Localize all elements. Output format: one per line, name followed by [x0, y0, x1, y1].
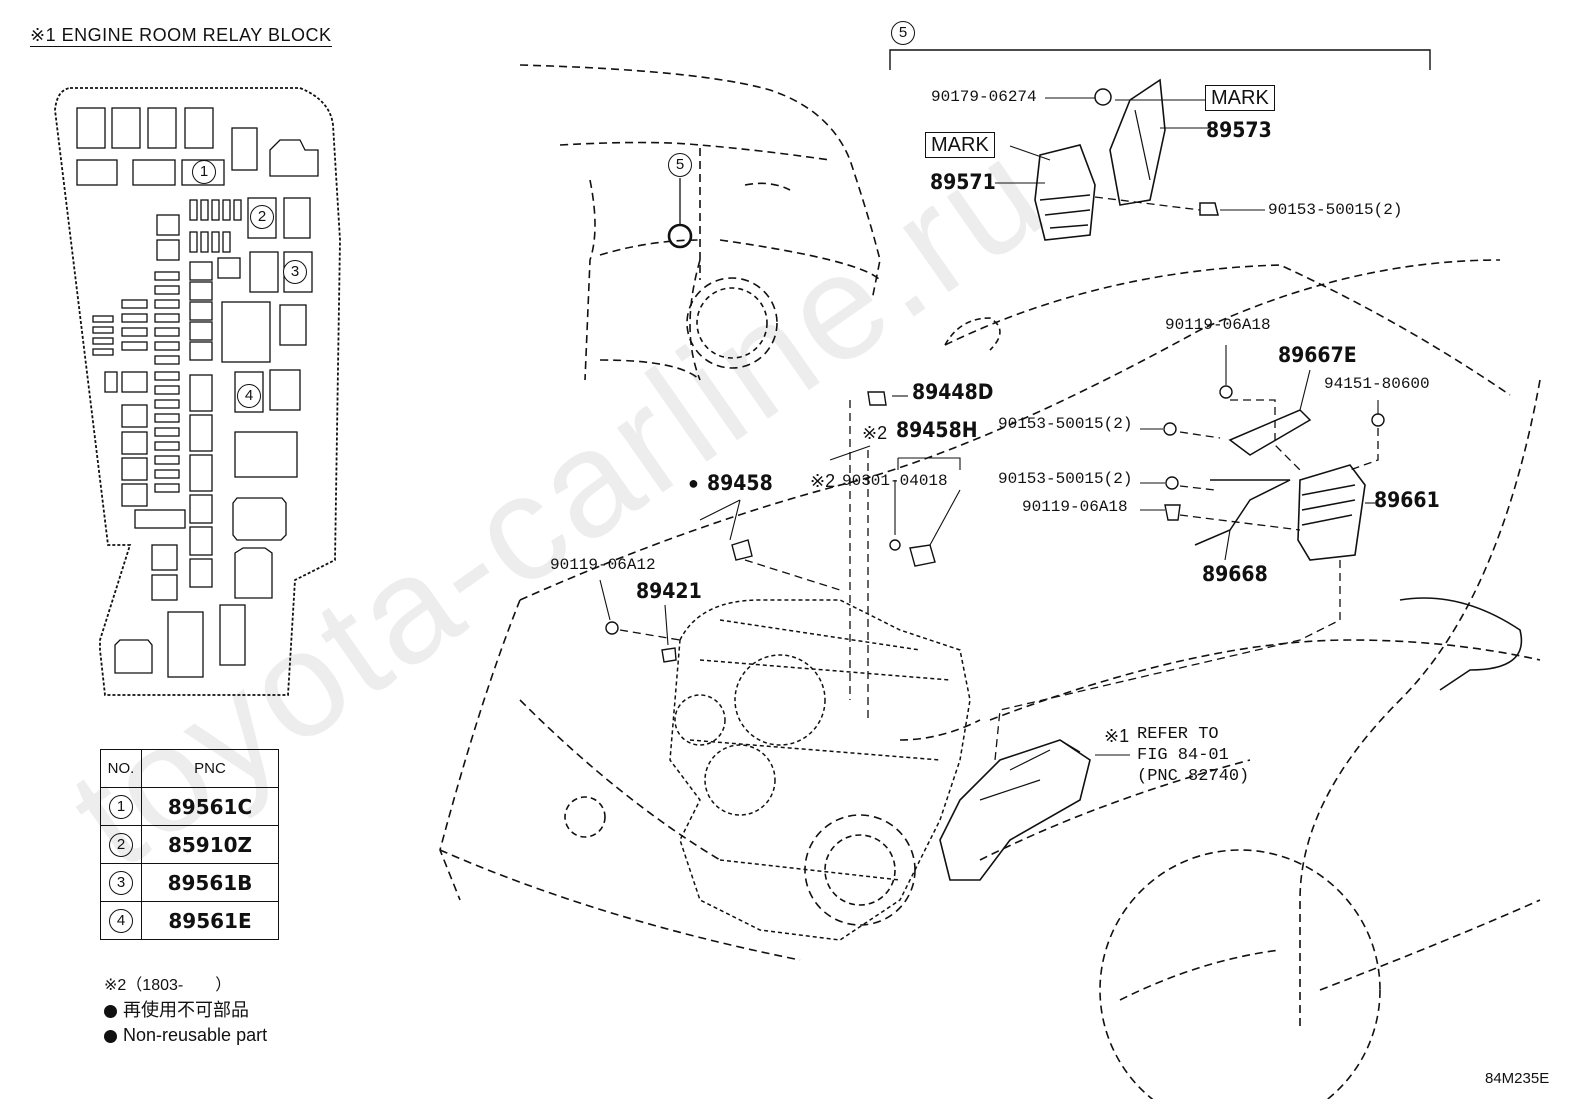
row-pnc: 89561E — [141, 901, 279, 940]
sensor-89421 — [661, 647, 677, 663]
ecu-89571 — [1034, 144, 1096, 241]
label-89668: 89668 — [1202, 562, 1268, 586]
front-car-outline — [439, 259, 1541, 1030]
bullet-dot-icon — [104, 1004, 117, 1018]
bracket-89573 — [1109, 78, 1166, 206]
nut-90179 — [1094, 88, 1112, 106]
label-89667E: 89667E — [1278, 343, 1357, 367]
table-row: 4 89561E — [100, 901, 279, 940]
bolt-90153-mid1 — [1163, 422, 1177, 436]
table-header-no: NO. — [100, 749, 142, 788]
engine-relay-block — [939, 739, 1091, 881]
label-90153-50015-mid2: 90153-50015(2) — [998, 470, 1133, 488]
ecu-89661 — [1297, 464, 1366, 561]
bullet-dot-icon — [104, 1029, 117, 1043]
table-row: 1 89561C — [100, 787, 279, 826]
row-pnc: 85910Z — [141, 825, 279, 864]
sensor-89458H — [909, 544, 936, 567]
label-89448D: 89448D — [912, 380, 994, 404]
relay-block-title: ※1 ENGINE ROOM RELAY BLOCK — [30, 25, 332, 47]
label-89458-dot: ● — [688, 473, 699, 493]
callout-5-bracket — [889, 49, 1431, 70]
relay-slots — [76, 107, 319, 678]
label-90301-04018: 90301-04018 — [842, 472, 948, 490]
nut-94151 — [1371, 413, 1385, 427]
label-89458H: 89458H — [896, 418, 978, 442]
relay-callout-4: 4 — [237, 384, 261, 408]
refer-line-1: REFER TO — [1137, 725, 1219, 744]
callout-5-car: 5 — [668, 153, 692, 177]
table-header-pnc: PNC — [141, 749, 279, 788]
label-90119-06A18-top: 90119-06A18 — [1165, 316, 1271, 334]
figure-code: 84M235E — [1485, 1070, 1550, 1087]
hood-panel — [944, 317, 1001, 351]
rear-location-circle — [667, 223, 693, 249]
label-89571: 89571 — [930, 170, 996, 194]
side-mirror — [1399, 597, 1523, 691]
bolt-90153-mid2 — [1165, 476, 1179, 490]
engine-block — [669, 599, 971, 941]
rear-wheel — [686, 277, 778, 369]
rear-car-outline — [519, 64, 881, 381]
label-94151-80600: 94151-80600 — [1324, 375, 1430, 393]
bolt-90119-a18-top — [1219, 385, 1233, 399]
sensor-89458 — [731, 539, 753, 561]
row-number: 2 — [109, 832, 133, 857]
fender-wheel — [1099, 849, 1381, 1099]
bracket-89668 — [1194, 479, 1291, 546]
relay-callout-3: 3 — [283, 260, 307, 284]
row-pnc: 89561C — [141, 787, 279, 826]
note-en-text: Non-reusable part — [123, 1025, 268, 1045]
note-non-reusable-en: Non-reusable part — [104, 1026, 267, 1044]
label-89458H-prefix: ※2 — [862, 423, 888, 443]
note-2: ※2（1803- ） — [104, 977, 232, 994]
gasket-90301 — [889, 539, 901, 551]
label-89573: 89573 — [1206, 118, 1272, 142]
relay-callout-2: 2 — [250, 205, 274, 229]
label-89421: 89421 — [636, 579, 702, 603]
label-90179-06274: 90179-06274 — [931, 88, 1037, 106]
row-number: 4 — [109, 908, 133, 933]
row-pnc: 89561B — [141, 863, 279, 902]
bolt-90119-a12 — [605, 621, 619, 635]
label-90119-06A12: 90119-06A12 — [550, 556, 656, 574]
bolt-90153-top — [1199, 202, 1219, 216]
row-number: 1 — [109, 794, 133, 819]
label-89661: 89661 — [1374, 488, 1440, 512]
mark-label-89573: MARK — [1205, 85, 1275, 111]
bolt-90119-a18-mid — [1164, 504, 1181, 521]
relay-block-outline — [54, 87, 341, 696]
refer-prefix: ※1 — [1104, 726, 1130, 746]
label-90301-prefix: ※2 — [810, 471, 836, 491]
installation-lines — [619, 196, 1379, 761]
label-90153-50015-mid1: 90153-50015(2) — [998, 415, 1133, 433]
relay-callout-1: 1 — [192, 160, 216, 184]
row-number: 3 — [109, 870, 133, 895]
callout-5-top: 5 — [891, 21, 915, 45]
label-89458: 89458 — [707, 471, 773, 495]
refer-line-3: (PNC 82740) — [1137, 767, 1250, 786]
refer-line-2: FIG 84-01 — [1137, 746, 1229, 765]
label-90119-06A18-mid: 90119-06A18 — [1022, 498, 1128, 516]
mark-label-89571: MARK — [925, 132, 995, 158]
front-wheel — [804, 814, 916, 926]
label-90153-50015-top: 90153-50015(2) — [1268, 201, 1403, 219]
bracket-89667E — [1228, 409, 1312, 456]
front-headlight — [564, 796, 606, 838]
pnc-table: NO. PNC 1 89561C 2 85910Z 3 89561B 4 895… — [100, 749, 279, 940]
note-jp-text: 再使用不可部品 — [123, 1000, 249, 1020]
table-row: 3 89561B — [100, 863, 279, 902]
note-non-reusable-jp: 再使用不可部品 — [104, 1001, 249, 1019]
table-row: 2 85910Z — [100, 825, 279, 864]
sensor-89448D — [867, 391, 887, 406]
